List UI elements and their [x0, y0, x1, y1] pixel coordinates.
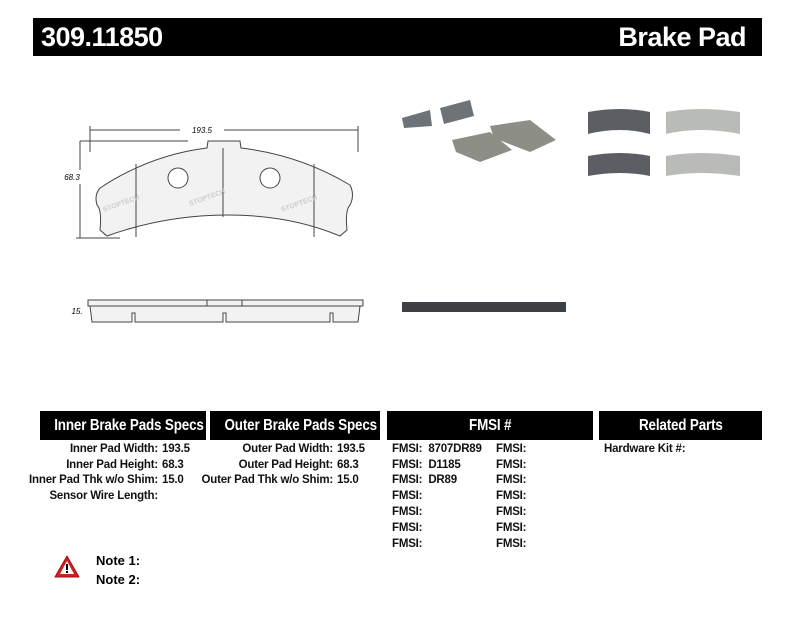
fmsi-label: FMSI:: [496, 474, 527, 486]
spec-label: Outer Pad Width:: [242, 443, 333, 455]
fmsi-label: FMSI:: [496, 506, 527, 518]
outer-specs-header-text: Outer Brake Pads Specs: [224, 417, 378, 434]
fmsi-header: FMSI #: [387, 411, 593, 440]
related-parts-header-text: Related Parts: [638, 417, 723, 434]
spec-label: Inner Pad Thk w/o Shim:: [29, 474, 158, 486]
thickness-dimension: 15.: [71, 307, 82, 316]
fmsi-row: FMSI:: [392, 538, 428, 550]
note-1: Note 1:: [96, 553, 141, 568]
width-dimension: 193.5: [192, 126, 213, 135]
fmsi-row: FMSI:: [392, 522, 428, 534]
spec-value: 193.5: [337, 443, 365, 455]
spec-label: Inner Pad Width:: [69, 443, 158, 455]
fmsi-label: FMSI:: [392, 490, 423, 502]
fmsi-value: D1185: [428, 459, 461, 471]
fmsi-label: FMSI:: [496, 443, 527, 455]
inner-specs-header-text: Inner Brake Pads Specs: [54, 417, 204, 434]
fmsi-row: FMSI: 8707DR89: [392, 443, 482, 455]
spec-label: Sensor Wire Length:: [49, 490, 158, 502]
fmsi-label: FMSI:: [392, 522, 423, 534]
fmsi-value: 8707DR89: [428, 443, 482, 455]
fmsi-row: FMSI:: [392, 490, 428, 502]
spec-value: 15.0: [162, 474, 184, 486]
pad-front-view-drawing: [76, 126, 359, 239]
fmsi-label: FMSI:: [392, 538, 423, 550]
fmsi-label: FMSI:: [496, 490, 527, 502]
fmsi-value: DR89: [428, 474, 457, 486]
height-dimension: 68.3: [64, 173, 80, 182]
part-number: 309.11850: [41, 22, 163, 52]
fmsi-label: FMSI:: [496, 538, 527, 550]
fmsi-row: FMSI: D1185: [392, 459, 461, 471]
pad-side-view-drawing: [87, 299, 364, 323]
fmsi-label: FMSI:: [392, 506, 423, 518]
spec-label: Outer Pad Height:: [238, 459, 334, 471]
outer-specs-header: Outer Brake Pads Specs: [210, 411, 380, 440]
fmsi-label: FMSI:: [496, 459, 527, 471]
fmsi-row: FMSI:: [496, 443, 532, 455]
fmsi-row: FMSI: DR89: [392, 474, 457, 486]
pad-set-photo: [402, 100, 740, 312]
fmsi-row: FMSI:: [496, 538, 532, 550]
related-parts-header: Related Parts: [599, 411, 762, 440]
spec-value: 68.3: [337, 459, 359, 471]
product-type: Brake Pad: [618, 22, 746, 52]
fmsi-row: FMSI:: [496, 506, 532, 518]
note-2: Note 2:: [96, 572, 141, 587]
fmsi-row: FMSI:: [496, 522, 532, 534]
hardware-kit-label: Hardware Kit #:: [604, 443, 686, 455]
fmsi-label: FMSI:: [392, 443, 423, 455]
fmsi-label: FMSI:: [392, 459, 423, 471]
spec-value: 68.3: [162, 459, 184, 471]
spec-value: 193.5: [162, 443, 190, 455]
spec-label: Outer Pad Thk w/o Shim:: [201, 474, 334, 486]
inner-specs-header: Inner Brake Pads Specs: [40, 411, 206, 440]
title-bar: 309.11850 Brake Pad: [33, 18, 762, 56]
fmsi-row: FMSI:: [392, 506, 428, 518]
fmsi-row: FMSI:: [496, 459, 532, 471]
fmsi-row: FMSI:: [496, 474, 532, 486]
fmsi-label: FMSI:: [496, 522, 527, 534]
spec-value: 15.0: [337, 474, 359, 486]
spec-label: Inner Pad Height:: [66, 459, 158, 471]
fmsi-row: FMSI:: [496, 490, 532, 502]
fmsi-header-text: FMSI #: [468, 417, 512, 434]
fmsi-label: FMSI:: [392, 474, 423, 486]
